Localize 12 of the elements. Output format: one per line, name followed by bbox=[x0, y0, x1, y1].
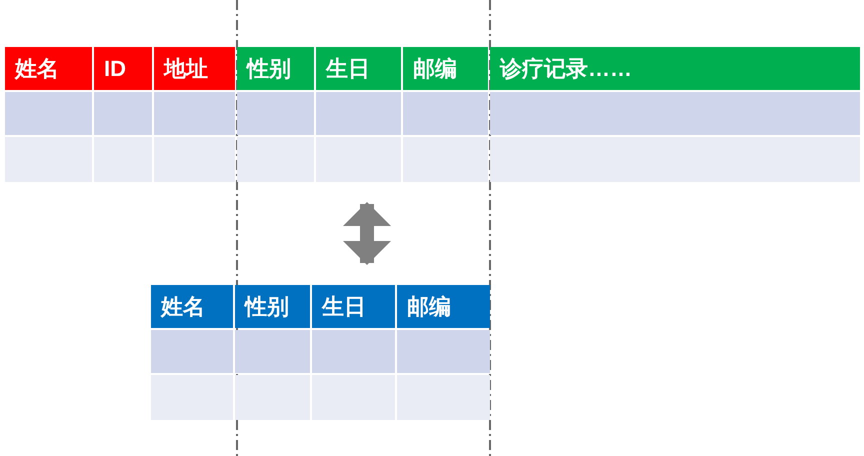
column-header: 生日 bbox=[312, 285, 395, 328]
column-header: 性别 bbox=[235, 285, 310, 328]
column-header: 性别 bbox=[237, 47, 314, 90]
column-header: 诊疗记录…… bbox=[490, 47, 860, 90]
double-arrow bbox=[343, 202, 391, 265]
column-header: 生日 bbox=[316, 47, 401, 90]
column-header: 姓名 bbox=[5, 47, 92, 90]
column-header: ID bbox=[94, 47, 152, 90]
column-header: 邮编 bbox=[403, 47, 488, 90]
column-header: 姓名 bbox=[151, 285, 233, 328]
column-header: 地址 bbox=[154, 47, 235, 90]
column-header: 邮编 bbox=[397, 285, 490, 328]
